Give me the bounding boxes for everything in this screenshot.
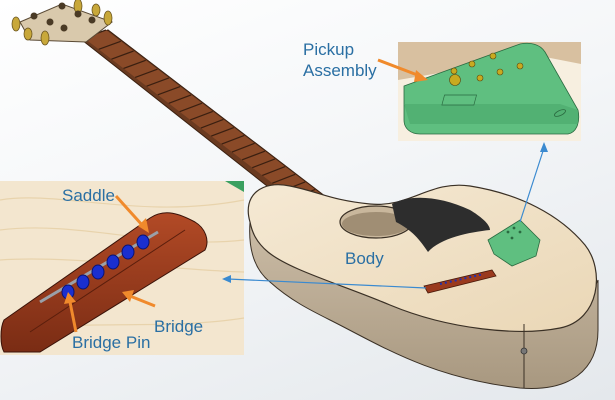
fret bbox=[241, 150, 266, 161]
fret bbox=[179, 102, 203, 113]
bridge-small bbox=[423, 269, 497, 294]
leader-arrow-left-icon bbox=[222, 275, 231, 283]
headstock bbox=[11, 0, 114, 46]
fret bbox=[98, 40, 121, 50]
bridge-pin bbox=[106, 254, 120, 270]
pickup-small bbox=[487, 219, 541, 267]
fret bbox=[190, 110, 213, 121]
label-body: Body bbox=[345, 249, 384, 268]
label-saddle: Saddle bbox=[62, 186, 115, 205]
callout-arrows bbox=[64, 58, 428, 333]
leader-lines bbox=[227, 147, 545, 289]
fret bbox=[231, 142, 255, 153]
fret bbox=[157, 85, 181, 96]
fret bbox=[135, 68, 158, 79]
label-assembly: Assembly bbox=[303, 61, 377, 80]
label-bridge-pin: Bridge Pin bbox=[72, 333, 151, 352]
fret bbox=[168, 94, 192, 104]
bridge-pin bbox=[136, 234, 150, 250]
guitar-body bbox=[247, 184, 599, 389]
fret bbox=[123, 59, 146, 70]
bridge-pin bbox=[121, 244, 135, 260]
fret bbox=[200, 118, 224, 129]
fret bbox=[252, 158, 276, 169]
fret bbox=[111, 50, 134, 60]
leader-arrow-up-icon bbox=[540, 142, 548, 152]
pickguard bbox=[392, 197, 490, 252]
fret bbox=[262, 166, 286, 176]
fret bbox=[221, 134, 245, 145]
fret bbox=[211, 126, 235, 137]
pickup-inset bbox=[398, 42, 581, 141]
bridge-inset bbox=[0, 181, 245, 355]
bridge-pin bbox=[91, 264, 105, 280]
label-bridge: Bridge bbox=[154, 317, 204, 336]
fret bbox=[146, 77, 170, 87]
label-pickup: Pickup bbox=[303, 40, 355, 59]
fret bbox=[272, 173, 296, 184]
bridge-pin bbox=[76, 274, 90, 290]
strap-button-icon bbox=[520, 347, 528, 355]
